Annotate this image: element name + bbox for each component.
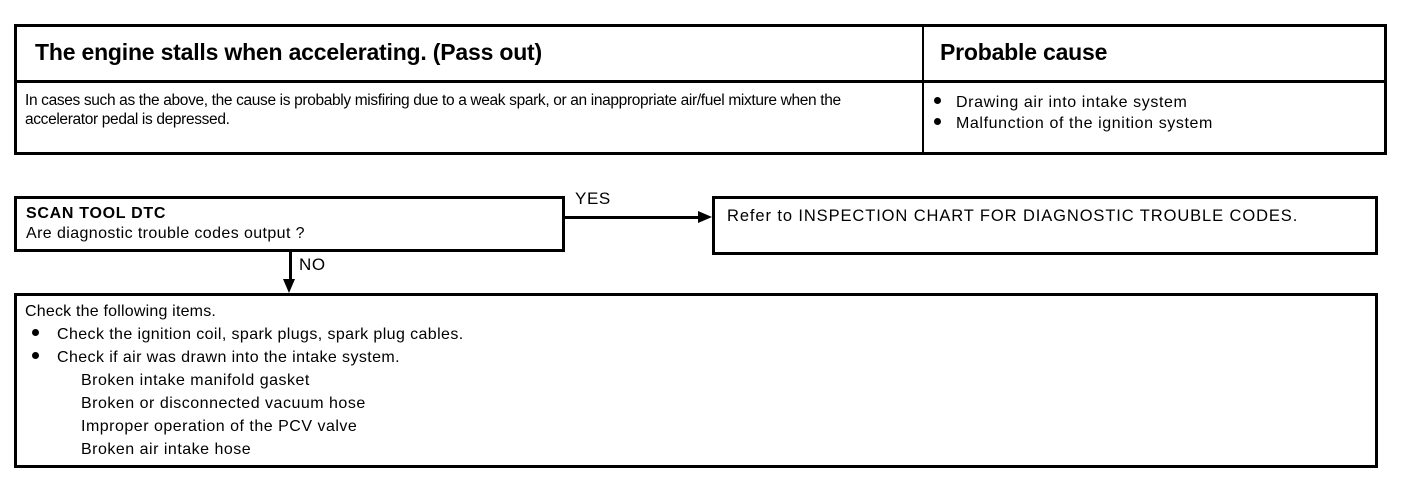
symptom-header-cell: The engine stalls when accelerating. (Pa… <box>17 27 924 80</box>
check-item-label: Check the ignition coil, spark plugs, sp… <box>57 326 464 343</box>
refer-to-text: Refer to INSPECTION CHART FOR DIAGNOSTIC… <box>727 207 1299 225</box>
scan-tool-dtc-box: SCAN TOOL DTC Are diagnostic trouble cod… <box>14 196 565 252</box>
probable-cause-header-cell: Probable cause <box>924 27 1384 80</box>
bullet-icon <box>25 346 57 369</box>
scan-tool-dtc-question: Are diagnostic trouble codes output ? <box>26 225 305 242</box>
bullet-icon <box>934 113 956 134</box>
list-item: Broken air intake hose <box>81 441 252 458</box>
list-item: Check if air was drawn into the intake s… <box>25 346 1375 369</box>
symptom-cause-table: The engine stalls when accelerating. (Pa… <box>14 24 1387 155</box>
probable-cause-cell: Drawing air into intake system Malfuncti… <box>924 83 1384 152</box>
list-item: Drawing air into intake system <box>934 92 1384 113</box>
yes-arrow-icon <box>698 211 712 223</box>
scan-tool-dtc-title: SCAN TOOL DTC <box>26 205 167 222</box>
symptom-description: In cases such as the above, the cause is… <box>25 92 841 128</box>
list-item: Check the ignition coil, spark plugs, sp… <box>25 323 1375 346</box>
no-arrow-icon <box>283 279 295 293</box>
check-item-label: Check if air was drawn into the intake s… <box>57 349 400 366</box>
symptom-title: The engine stalls when accelerating. (Pa… <box>35 39 542 65</box>
yes-branch-label: YES <box>575 189 611 208</box>
no-connector-line <box>289 252 292 283</box>
cause-label: Drawing air into intake system <box>956 94 1188 111</box>
list-item: Malfunction of the ignition system <box>934 113 1384 134</box>
no-branch-label: NO <box>299 255 326 274</box>
list-item: Improper operation of the PCV valve <box>81 418 358 435</box>
cause-label: Malfunction of the ignition system <box>956 115 1213 132</box>
check-items-box: Check the following items. Check the ign… <box>14 293 1378 468</box>
probable-cause-title: Probable cause <box>940 39 1108 65</box>
yes-connector-line <box>565 216 702 219</box>
list-item: Broken or disconnected vacuum hose <box>81 395 366 412</box>
check-sub-item-list: Broken intake manifold gasket Broken or … <box>25 369 1375 461</box>
symptom-description-cell: In cases such as the above, the cause is… <box>17 83 924 152</box>
refer-to-inspection-chart-box: Refer to INSPECTION CHART FOR DIAGNOSTIC… <box>712 196 1378 255</box>
table-body-row: In cases such as the above, the cause is… <box>17 83 1384 152</box>
probable-cause-list: Drawing air into intake system Malfuncti… <box>924 83 1384 134</box>
check-items-intro: Check the following items. <box>25 303 217 320</box>
bullet-icon <box>25 323 57 346</box>
bullet-icon <box>934 92 956 113</box>
list-item: Broken intake manifold gasket <box>81 372 310 389</box>
table-header-row: The engine stalls when accelerating. (Pa… <box>17 27 1384 83</box>
